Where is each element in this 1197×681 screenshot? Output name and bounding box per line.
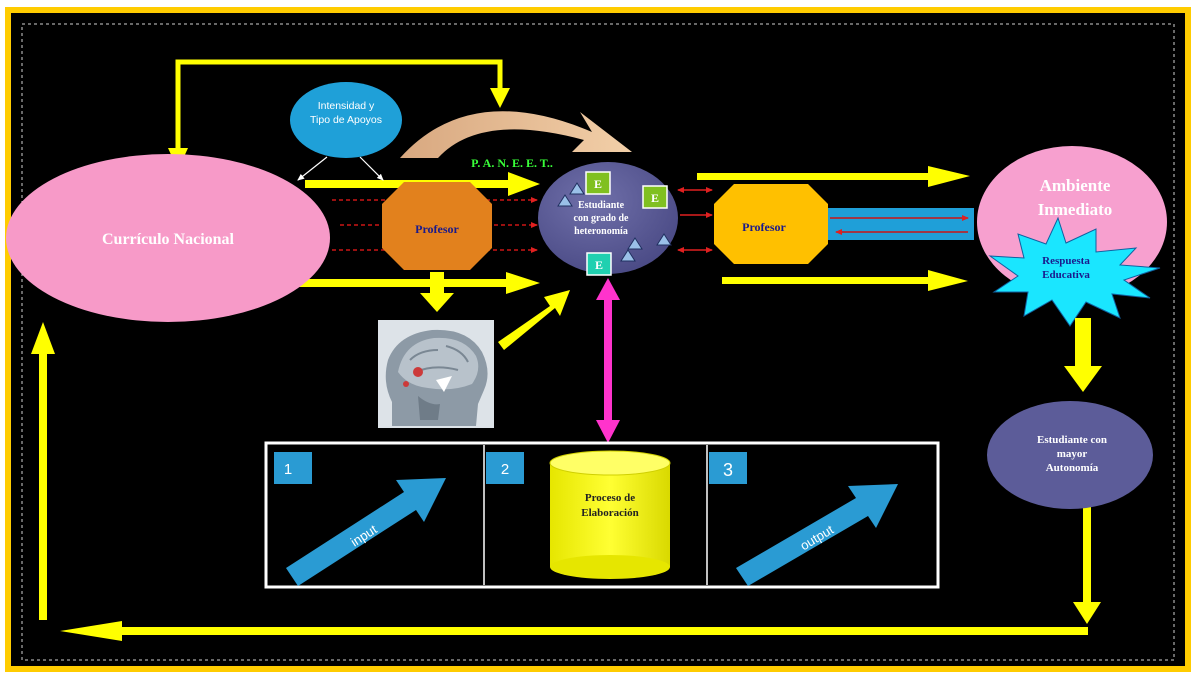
respuesta-line1: Respuesta (1042, 255, 1090, 267)
profesor-right-label: Profesor (742, 220, 786, 234)
step-1-badge (274, 452, 312, 484)
profesor-left-label: Profesor (415, 222, 459, 236)
e-badge-1 (585, 171, 611, 195)
curriculo-nacional-ellipse (6, 154, 330, 322)
autonomia-line2: mayor (1057, 448, 1088, 460)
profesor-left-octagon (382, 182, 492, 270)
curriculo-nacional-label: Currículo Nacional (102, 231, 235, 248)
ambiente-line1: Ambiente (1040, 176, 1111, 195)
brain-to-estudiante-arrow (498, 290, 570, 350)
e-badge-2 (642, 185, 668, 209)
connector-bar (826, 208, 974, 240)
ambiente-down-arrow (1064, 318, 1102, 392)
curved-arc-arrow (400, 111, 632, 158)
triangle-markers (557, 182, 672, 262)
e-badge-2-label: E (651, 191, 659, 205)
estudiante-line3: heteronomía (574, 226, 628, 237)
profesor-right-octagon (714, 184, 828, 264)
autonomia-line1: Estudiante con (1037, 434, 1107, 446)
apoyos-line2: Tipo de Apoyos (310, 114, 382, 126)
left-return-arrow (31, 322, 55, 620)
right-down-arrow (1073, 500, 1101, 624)
brain-image (378, 320, 494, 428)
arrow-to-ambiente-top (697, 166, 970, 187)
proceso-line2: Elaboración (581, 507, 638, 519)
autonomia-ellipse (987, 401, 1153, 509)
ambiente-line2: Inmediato (1038, 200, 1113, 219)
step-3-badge (709, 452, 747, 484)
connector-bar-arrows (830, 215, 969, 235)
proceso-cylinder (549, 450, 671, 579)
respuesta-educativa-burst (988, 216, 1161, 327)
paneet-label: P. A. N. E. E. T.. (471, 156, 553, 170)
autonomia-line3: Autonomía (1046, 462, 1099, 474)
profesor-down-arrow (420, 272, 454, 312)
magenta-double-arrow (596, 278, 620, 443)
apoyos-arrows (297, 156, 384, 181)
estudiante-line1: Estudiante (578, 200, 625, 211)
step-3-number: 3 (723, 460, 733, 480)
curriculo-arrow-bottom (290, 272, 540, 294)
e-badge-3 (586, 252, 612, 276)
respuesta-line2: Educativa (1042, 269, 1090, 281)
bottom-return-arrow (60, 621, 1088, 641)
apoyos-line1: Intensidad y (318, 100, 375, 112)
step-1-number: 1 (284, 461, 292, 478)
e-badge-3-label: E (595, 258, 603, 272)
dashed-border (21, 23, 1175, 661)
step-2-badge (486, 452, 524, 484)
proceso-line1: Proceso de (585, 492, 635, 504)
estudiante-line2: con grado de (574, 213, 630, 224)
e-badge-1-label: E (594, 177, 602, 191)
apoyos-ellipse (290, 82, 402, 158)
arrow-to-ambiente-bottom (722, 270, 968, 291)
estudiante-profesor-links (677, 187, 713, 253)
step-2-number: 2 (501, 461, 509, 478)
